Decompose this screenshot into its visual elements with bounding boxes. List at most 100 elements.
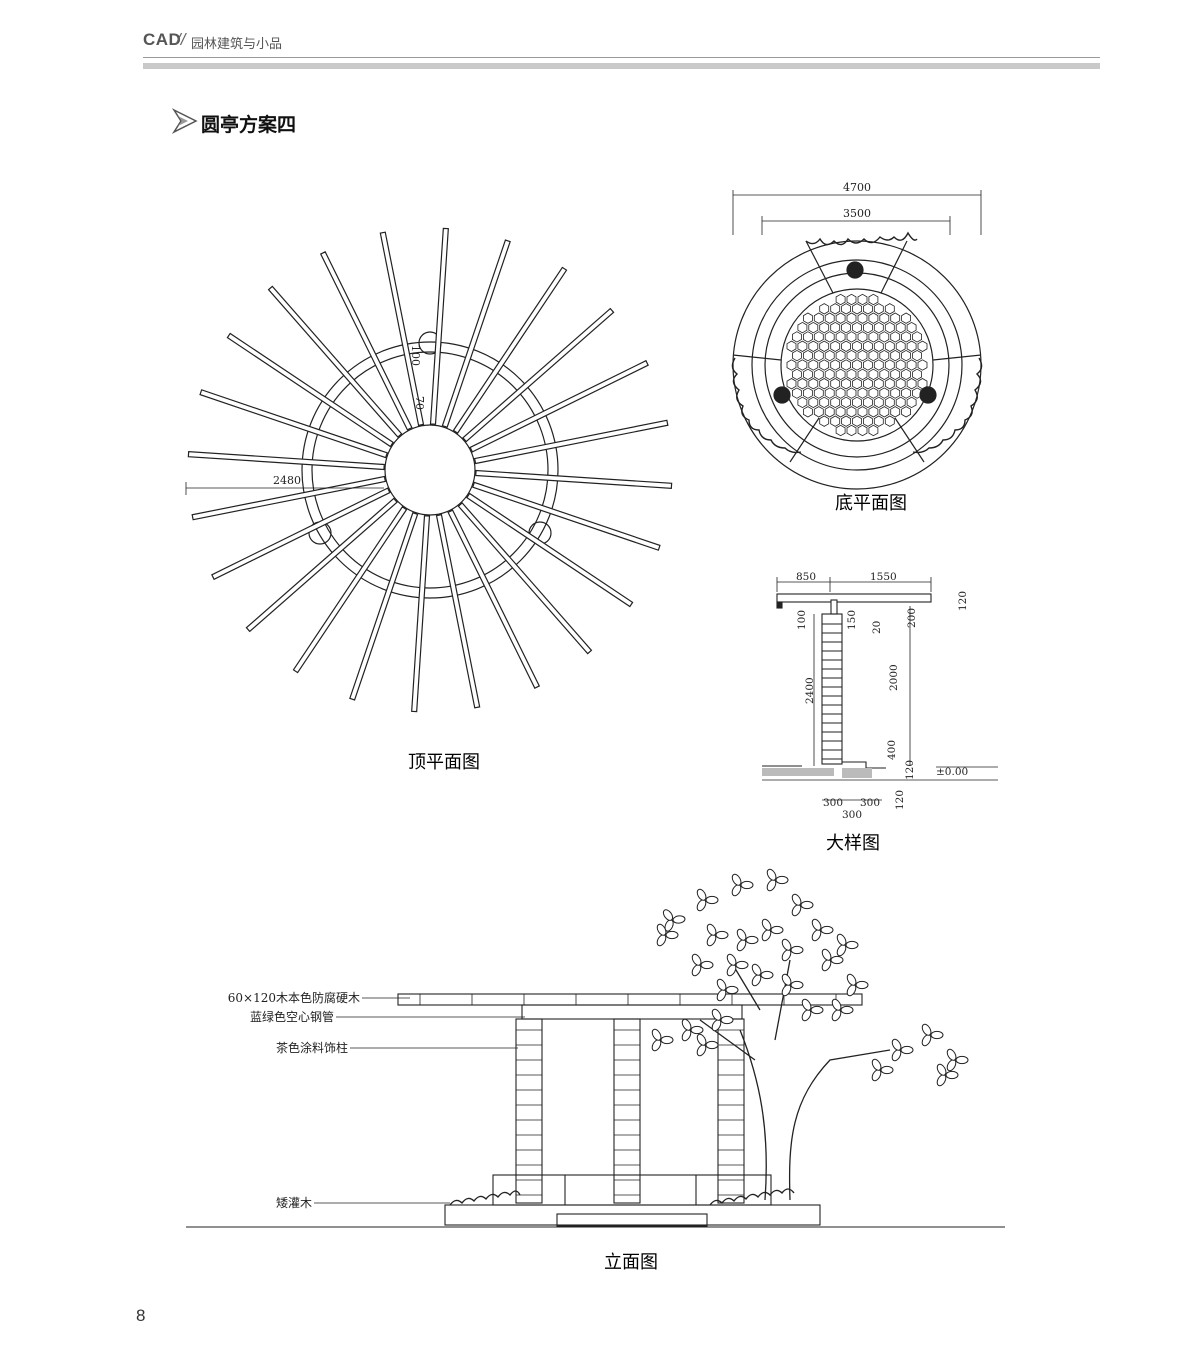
bottom-plan-dimensions: 4700 3500 — [732, 181, 982, 235]
paving-hex — [797, 378, 808, 390]
paving-hex — [906, 321, 917, 334]
paving-hex — [912, 331, 922, 343]
paving-hex — [890, 312, 901, 324]
paving-hex — [824, 368, 835, 381]
detail-dim-2000: 2000 — [888, 664, 900, 691]
tree-leaf — [880, 1065, 894, 1075]
paving-hex — [813, 349, 824, 362]
tree-leaf — [651, 1028, 662, 1041]
header-rule-thick — [143, 63, 1100, 69]
paving-hex — [808, 340, 819, 352]
paving-hex — [841, 396, 851, 409]
detail-dim-1550: 1550 — [870, 571, 897, 583]
detail-dim-120-top: 120 — [957, 591, 969, 611]
paving-hex — [857, 406, 868, 418]
paving-hex — [813, 368, 824, 381]
top-plan-dimensions: 2480 100 70 — [185, 345, 426, 495]
top-plan-dim-70: 70 — [413, 396, 426, 410]
tree-leaf — [790, 945, 804, 955]
paving-hex — [857, 312, 868, 324]
tree-leaf — [936, 1063, 947, 1076]
paving-hex — [895, 321, 906, 334]
tree-leaf — [745, 935, 759, 945]
paving-hex — [830, 396, 841, 409]
tree-leaf — [921, 1023, 932, 1036]
tree-leaf — [720, 1015, 734, 1025]
paving-hex — [906, 359, 917, 371]
paving-hex — [890, 387, 901, 399]
tree-leaf — [690, 1025, 704, 1035]
paving-hex — [901, 349, 911, 362]
paving-hex — [824, 406, 835, 418]
rafter-beam — [319, 251, 413, 431]
paving-hex — [912, 368, 922, 381]
paving-hex — [852, 378, 862, 390]
tree-leaf — [731, 873, 742, 886]
rafter-beam — [475, 469, 673, 489]
elevation-leaders — [314, 997, 525, 1204]
detail-drawing — [762, 593, 998, 781]
tree-leaf — [845, 940, 859, 950]
tree-leaf — [781, 973, 792, 986]
paving-hex — [786, 378, 797, 390]
paving-hex — [852, 321, 862, 334]
top-plan-rafters — [187, 227, 673, 713]
bottom-plan-bench-inner — [764, 272, 950, 458]
top-plan-center-ring — [384, 424, 476, 516]
elevation-column-left — [515, 1018, 543, 1204]
paving-hex — [808, 378, 819, 390]
caption-bottom-plan: 底平面图 — [835, 493, 907, 514]
paving-hex — [808, 359, 819, 371]
bottom-plan-column — [846, 261, 864, 279]
top-plan-dim-2480: 2480 — [273, 474, 301, 487]
paving-hex — [852, 303, 862, 315]
paving-hex — [846, 349, 857, 362]
paving-hex — [863, 378, 873, 390]
paving-hex — [803, 312, 813, 324]
paving-hex — [808, 396, 819, 409]
paving-hex — [846, 312, 857, 324]
rafter-beam — [469, 359, 649, 453]
paving-hex — [863, 321, 873, 334]
paving-hex — [863, 396, 873, 409]
tree-leaf — [810, 1005, 824, 1015]
section-title: 圆亭方案四 — [201, 114, 297, 136]
detail-level-mark: ±0.00 — [936, 766, 968, 778]
paving-hex — [846, 331, 857, 343]
paving-hex — [841, 340, 851, 352]
paving-hex — [857, 387, 868, 399]
paving-hex — [852, 359, 862, 371]
paving-hex — [906, 378, 917, 390]
tree-leaf — [725, 985, 739, 995]
rafter-beam — [199, 389, 389, 459]
paving-hex — [830, 303, 841, 315]
elevation-shrubs — [449, 1188, 795, 1206]
paving-hex — [912, 349, 922, 362]
elevation-column-center — [613, 1018, 641, 1204]
detail-dim-20: 20 — [871, 621, 883, 634]
paving-hex — [901, 312, 911, 324]
tree-leaf — [656, 923, 667, 936]
top-plan-outer-ring — [301, 341, 559, 599]
paving-hex — [835, 331, 846, 343]
elevation-drawing — [186, 868, 1005, 1228]
tree-leaf — [706, 923, 717, 936]
detail-dimensions: 850 1550 120 200 150 20 100 2400 2000 40… — [776, 571, 969, 821]
paving-hex — [841, 303, 851, 315]
tree-leaf — [662, 909, 674, 921]
paving-hex — [830, 359, 841, 371]
paving-hex — [890, 406, 901, 418]
paving-hex — [786, 359, 797, 371]
bottom-plan-paving-edge — [780, 288, 934, 442]
paving-hex — [841, 415, 851, 427]
paving-hex — [873, 359, 884, 371]
tree-leaf — [740, 880, 754, 890]
rafter-beam — [349, 511, 419, 701]
paving-hex — [813, 406, 824, 418]
paving-hex — [819, 396, 830, 409]
paving-hex — [803, 368, 813, 381]
rafter-beam — [473, 419, 669, 465]
paving-hex — [819, 340, 830, 352]
paving-hex — [846, 387, 857, 399]
paving-hex — [830, 378, 841, 390]
